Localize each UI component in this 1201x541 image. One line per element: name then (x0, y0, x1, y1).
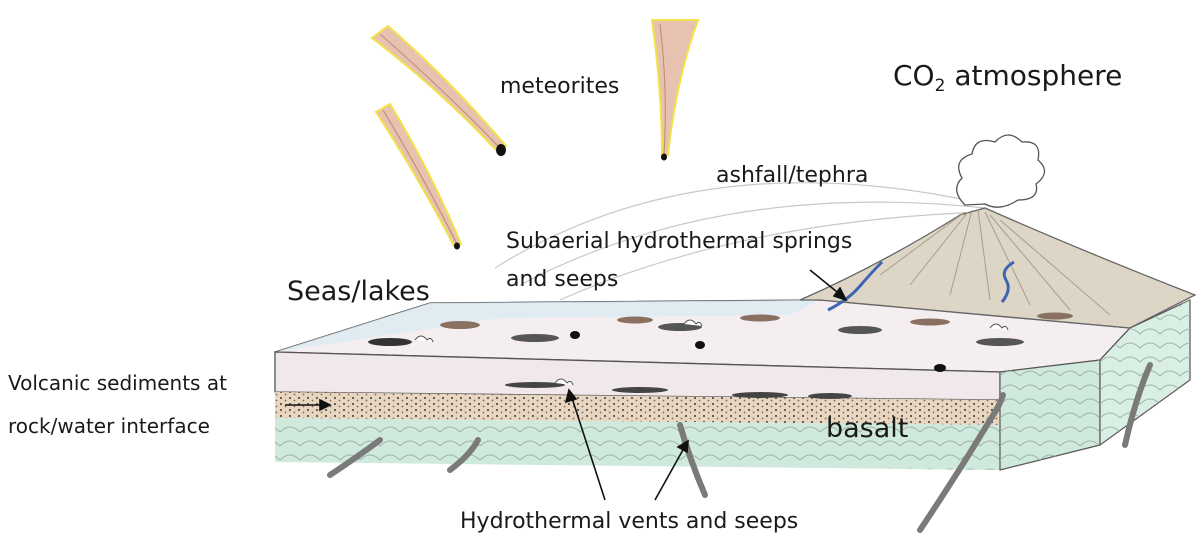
label-subaerial-line1: Subaerial hydrothermal springs (506, 229, 852, 254)
label-subaerial-line2: and seeps (506, 267, 618, 292)
meteorite-3 (652, 20, 698, 161)
label-volcanic-line2: rock/water interface (8, 415, 210, 438)
meteorite-2 (376, 104, 461, 250)
label-ashfall: ashfall/tephra (716, 163, 868, 188)
label-seas-lakes: Seas/lakes (287, 276, 430, 307)
eruption-cloud (957, 135, 1045, 207)
label-co2-prefix: CO (893, 59, 935, 92)
label-volcanic-line1: Volcanic sediments at (8, 372, 227, 395)
label-co2-atmosphere: CO2 atmosphere (893, 60, 1122, 97)
label-hydrothermal-vents: Hydrothermal vents and seeps (460, 509, 798, 534)
label-co2-suffix: atmosphere (945, 59, 1122, 92)
label-meteorites: meteorites (500, 74, 619, 99)
label-co2-subscript: 2 (935, 76, 946, 96)
label-basalt: basalt (826, 413, 908, 444)
